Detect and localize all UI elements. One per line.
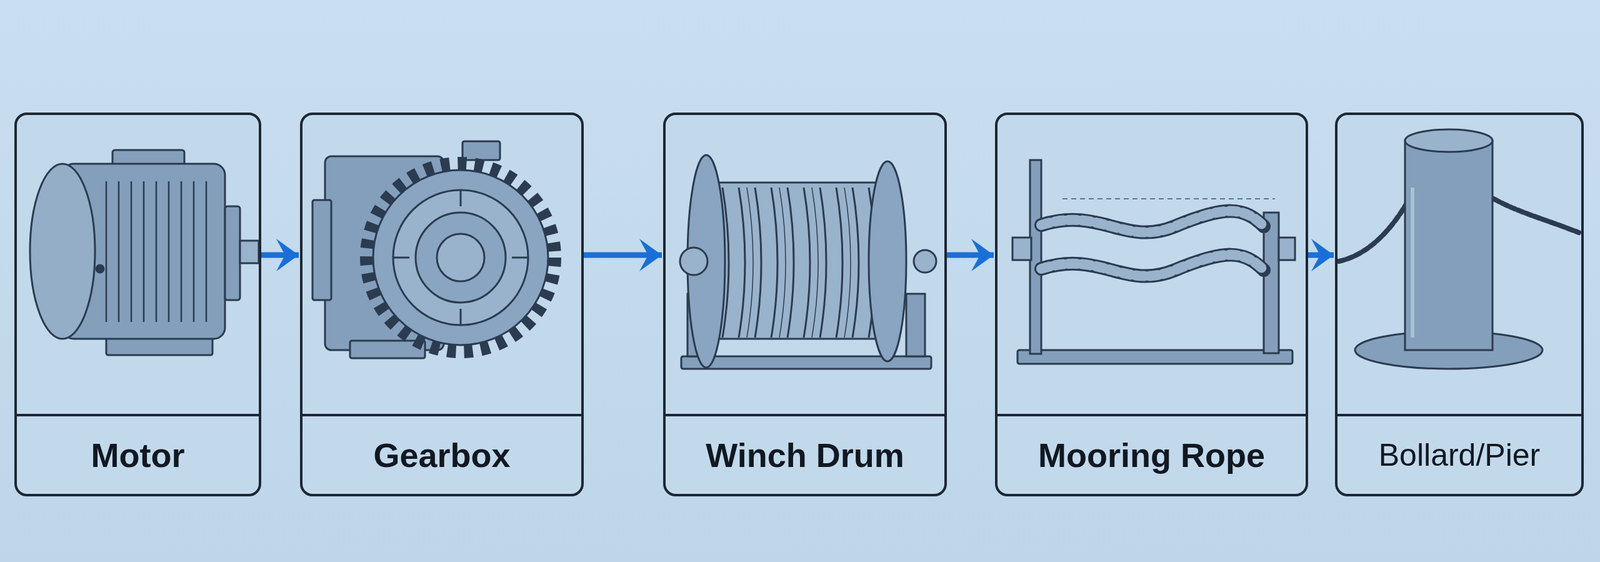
label-band: Motor	[16, 413, 259, 494]
label-band: Winch Drum	[665, 413, 945, 494]
panel-label: Bollard/Pier	[1378, 436, 1540, 474]
flow-arrow	[261, 252, 299, 259]
process-panel: Gearbox	[300, 112, 584, 497]
panel-label: Winch Drum	[705, 435, 905, 475]
process-panel: Motor	[14, 112, 262, 497]
label-band: Mooring Rope	[997, 413, 1306, 494]
flow-arrow	[583, 252, 662, 259]
process-panel: Mooring Rope	[995, 112, 1309, 497]
panel-label: Motor	[91, 435, 185, 475]
process-panel: Bollard/Pier	[1335, 112, 1584, 497]
flow-arrow	[1308, 252, 1334, 259]
process-panel: Winch Drum	[663, 112, 947, 497]
panel-label: Mooring Rope	[1038, 435, 1265, 475]
flow-arrow	[946, 252, 994, 259]
panel-label: Gearbox	[373, 435, 510, 475]
label-band: Bollard/Pier	[1337, 413, 1582, 494]
label-band: Gearbox	[302, 413, 582, 494]
